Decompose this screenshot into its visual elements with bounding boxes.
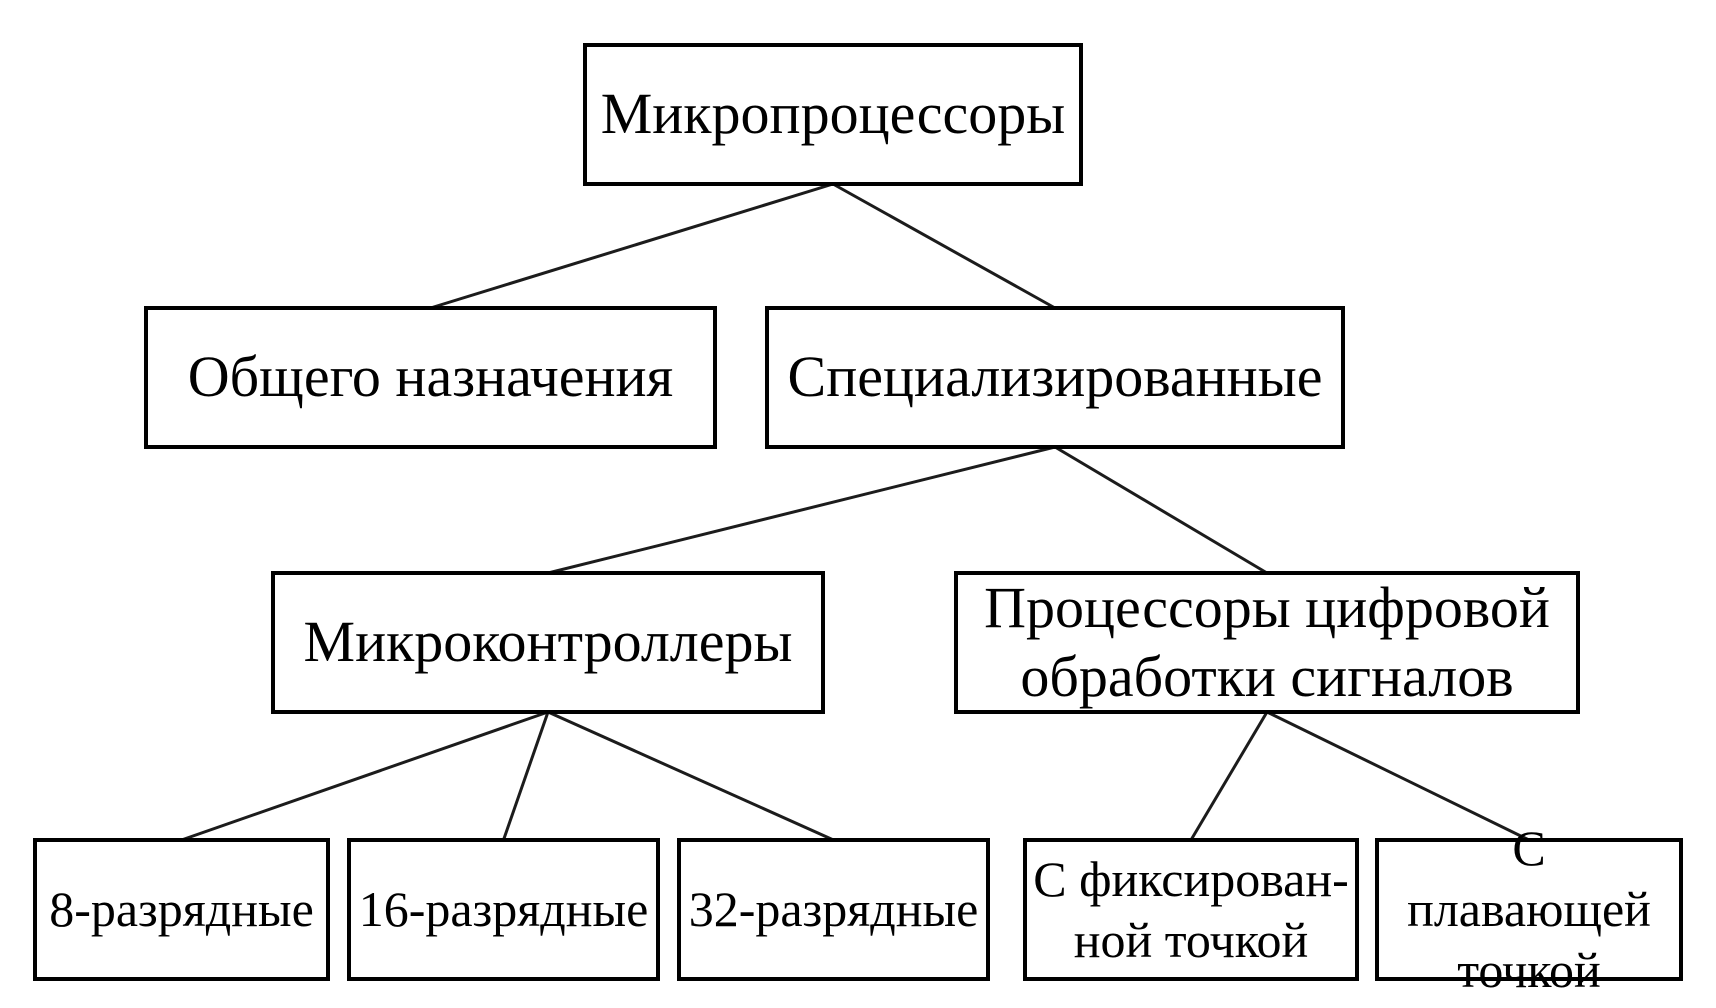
edge-mcu-bit16: [502, 711, 550, 841]
node-floating-point: С плавающей точкой: [1375, 820, 1683, 998]
edge-root-specialized: [832, 182, 1056, 310]
node-label: С фиксирован- ной точкой: [1033, 850, 1349, 968]
node-specialized: Специализированные: [765, 306, 1345, 449]
node-label: С плавающей точкой: [1407, 820, 1651, 998]
edge-mcu-bit8: [181, 710, 549, 842]
edge-specialized-mcu: [547, 445, 1056, 575]
node-label: Микроконтроллеры: [303, 609, 793, 675]
edge-root-general: [430, 182, 834, 310]
edge-specialized-dsp: [1054, 445, 1268, 575]
node-bit16: 16-разрядные: [347, 838, 660, 981]
edge-dsp-floating-point: [1266, 710, 1530, 842]
node-label: Общего назначения: [187, 344, 674, 410]
node-general: Общего назначения: [144, 306, 717, 449]
edge-dsp-fixed-point: [1189, 711, 1269, 841]
node-root: Микропроцессоры: [583, 43, 1083, 186]
node-fixed-point: С фиксирован- ной точкой: [1023, 838, 1359, 981]
node-label: 8-разрядные: [49, 881, 314, 937]
node-label: 16-разрядные: [358, 881, 649, 937]
node-bit8: 8-разрядные: [33, 838, 330, 981]
node-bit32: 32-разрядные: [677, 838, 990, 981]
node-label: 32-разрядные: [688, 881, 979, 937]
node-label: Микропроцессоры: [600, 81, 1066, 147]
node-dsp: Процессоры цифровой обработки сигналов: [954, 571, 1580, 714]
edge-mcu-bit32: [547, 710, 835, 842]
node-mcu: Микроконтроллеры: [271, 571, 825, 714]
node-label: Процессоры цифровой обработки сигналов: [984, 575, 1550, 709]
node-label: Специализированные: [787, 344, 1323, 410]
